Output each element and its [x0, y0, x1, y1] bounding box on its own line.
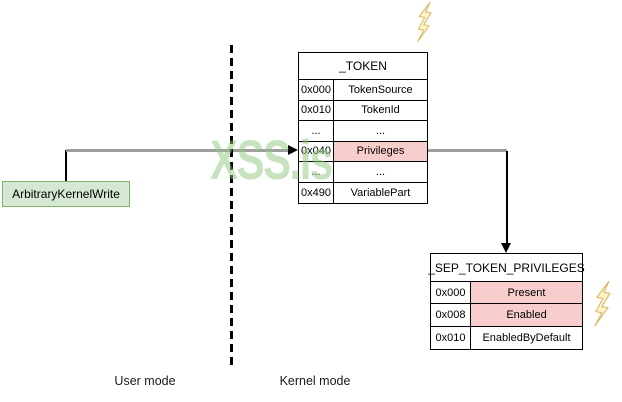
offset-cell: 0x040 — [299, 141, 334, 161]
field-cell: Privileges — [334, 141, 427, 161]
connector-privileges-horizontal — [428, 149, 507, 152]
token-struct-table: _TOKEN 0x000 TokenSource 0x010 TokenId .… — [298, 52, 428, 204]
sep-token-privileges-table: _SEP_TOKEN_PRIVILEGES 0x000 Present 0x00… — [428, 253, 585, 351]
token-table-body: 0x000 TokenSource 0x010 TokenId ... ... … — [299, 80, 427, 203]
field-cell: VariablePart — [350, 186, 411, 199]
arbitrary-kernel-write-box: ArbitraryKernelWrite — [2, 181, 130, 207]
token-table-title: _TOKEN — [299, 53, 427, 80]
field-cell: ... — [375, 124, 386, 137]
offset-cell: 0x010 — [299, 100, 334, 120]
field-cell: EnabledByDefault — [482, 331, 571, 344]
connector-privileges-vertical — [506, 151, 508, 244]
offset-cell: ... — [299, 162, 334, 182]
field-cell: Enabled — [471, 304, 582, 326]
table-row: ... ... — [299, 162, 427, 183]
kernel-mode-label: Kernel mode — [279, 374, 351, 388]
sep-table-body: 0x000 Present 0x008 Enabled 0x010 Enable… — [431, 282, 582, 350]
offset-cell: 0x000 — [299, 80, 334, 100]
table-row: 0x000 TokenSource — [299, 80, 427, 101]
arrowhead-right-icon — [288, 145, 298, 155]
table-row: ... ... — [299, 121, 427, 142]
connector-write-horizontal — [66, 149, 290, 152]
connector-write-vertical — [65, 150, 67, 182]
offset-cell: ... — [299, 121, 334, 141]
lightning-icon — [416, 2, 432, 42]
table-row: 0x040 Privileges — [299, 141, 427, 162]
table-row: 0x010 EnabledByDefault — [431, 326, 582, 350]
arbitrary-kernel-write-label: ArbitraryKernelWrite — [12, 187, 120, 201]
offset-cell: 0x008 — [431, 304, 471, 326]
field-cell: TokenId — [361, 104, 400, 117]
mode-boundary-dashed-line — [230, 45, 233, 368]
offset-cell: 0x010 — [431, 326, 471, 350]
user-mode-label: User mode — [114, 374, 176, 388]
field-cell: TokenSource — [348, 83, 413, 96]
table-row: 0x008 Enabled — [431, 304, 582, 327]
offset-cell: 0x490 — [299, 182, 334, 203]
table-row: 0x000 Present — [431, 282, 582, 305]
offset-cell: 0x000 — [431, 282, 471, 304]
table-row: 0x010 TokenId — [299, 100, 427, 121]
table-row: 0x490 VariablePart — [299, 182, 427, 203]
arrowhead-down-icon — [501, 243, 511, 253]
field-cell: ... — [375, 165, 386, 178]
lightning-icon — [594, 281, 611, 326]
field-cell: Present — [471, 282, 582, 304]
sep-table-title: _SEP_TOKEN_PRIVILEGES — [428, 254, 585, 282]
